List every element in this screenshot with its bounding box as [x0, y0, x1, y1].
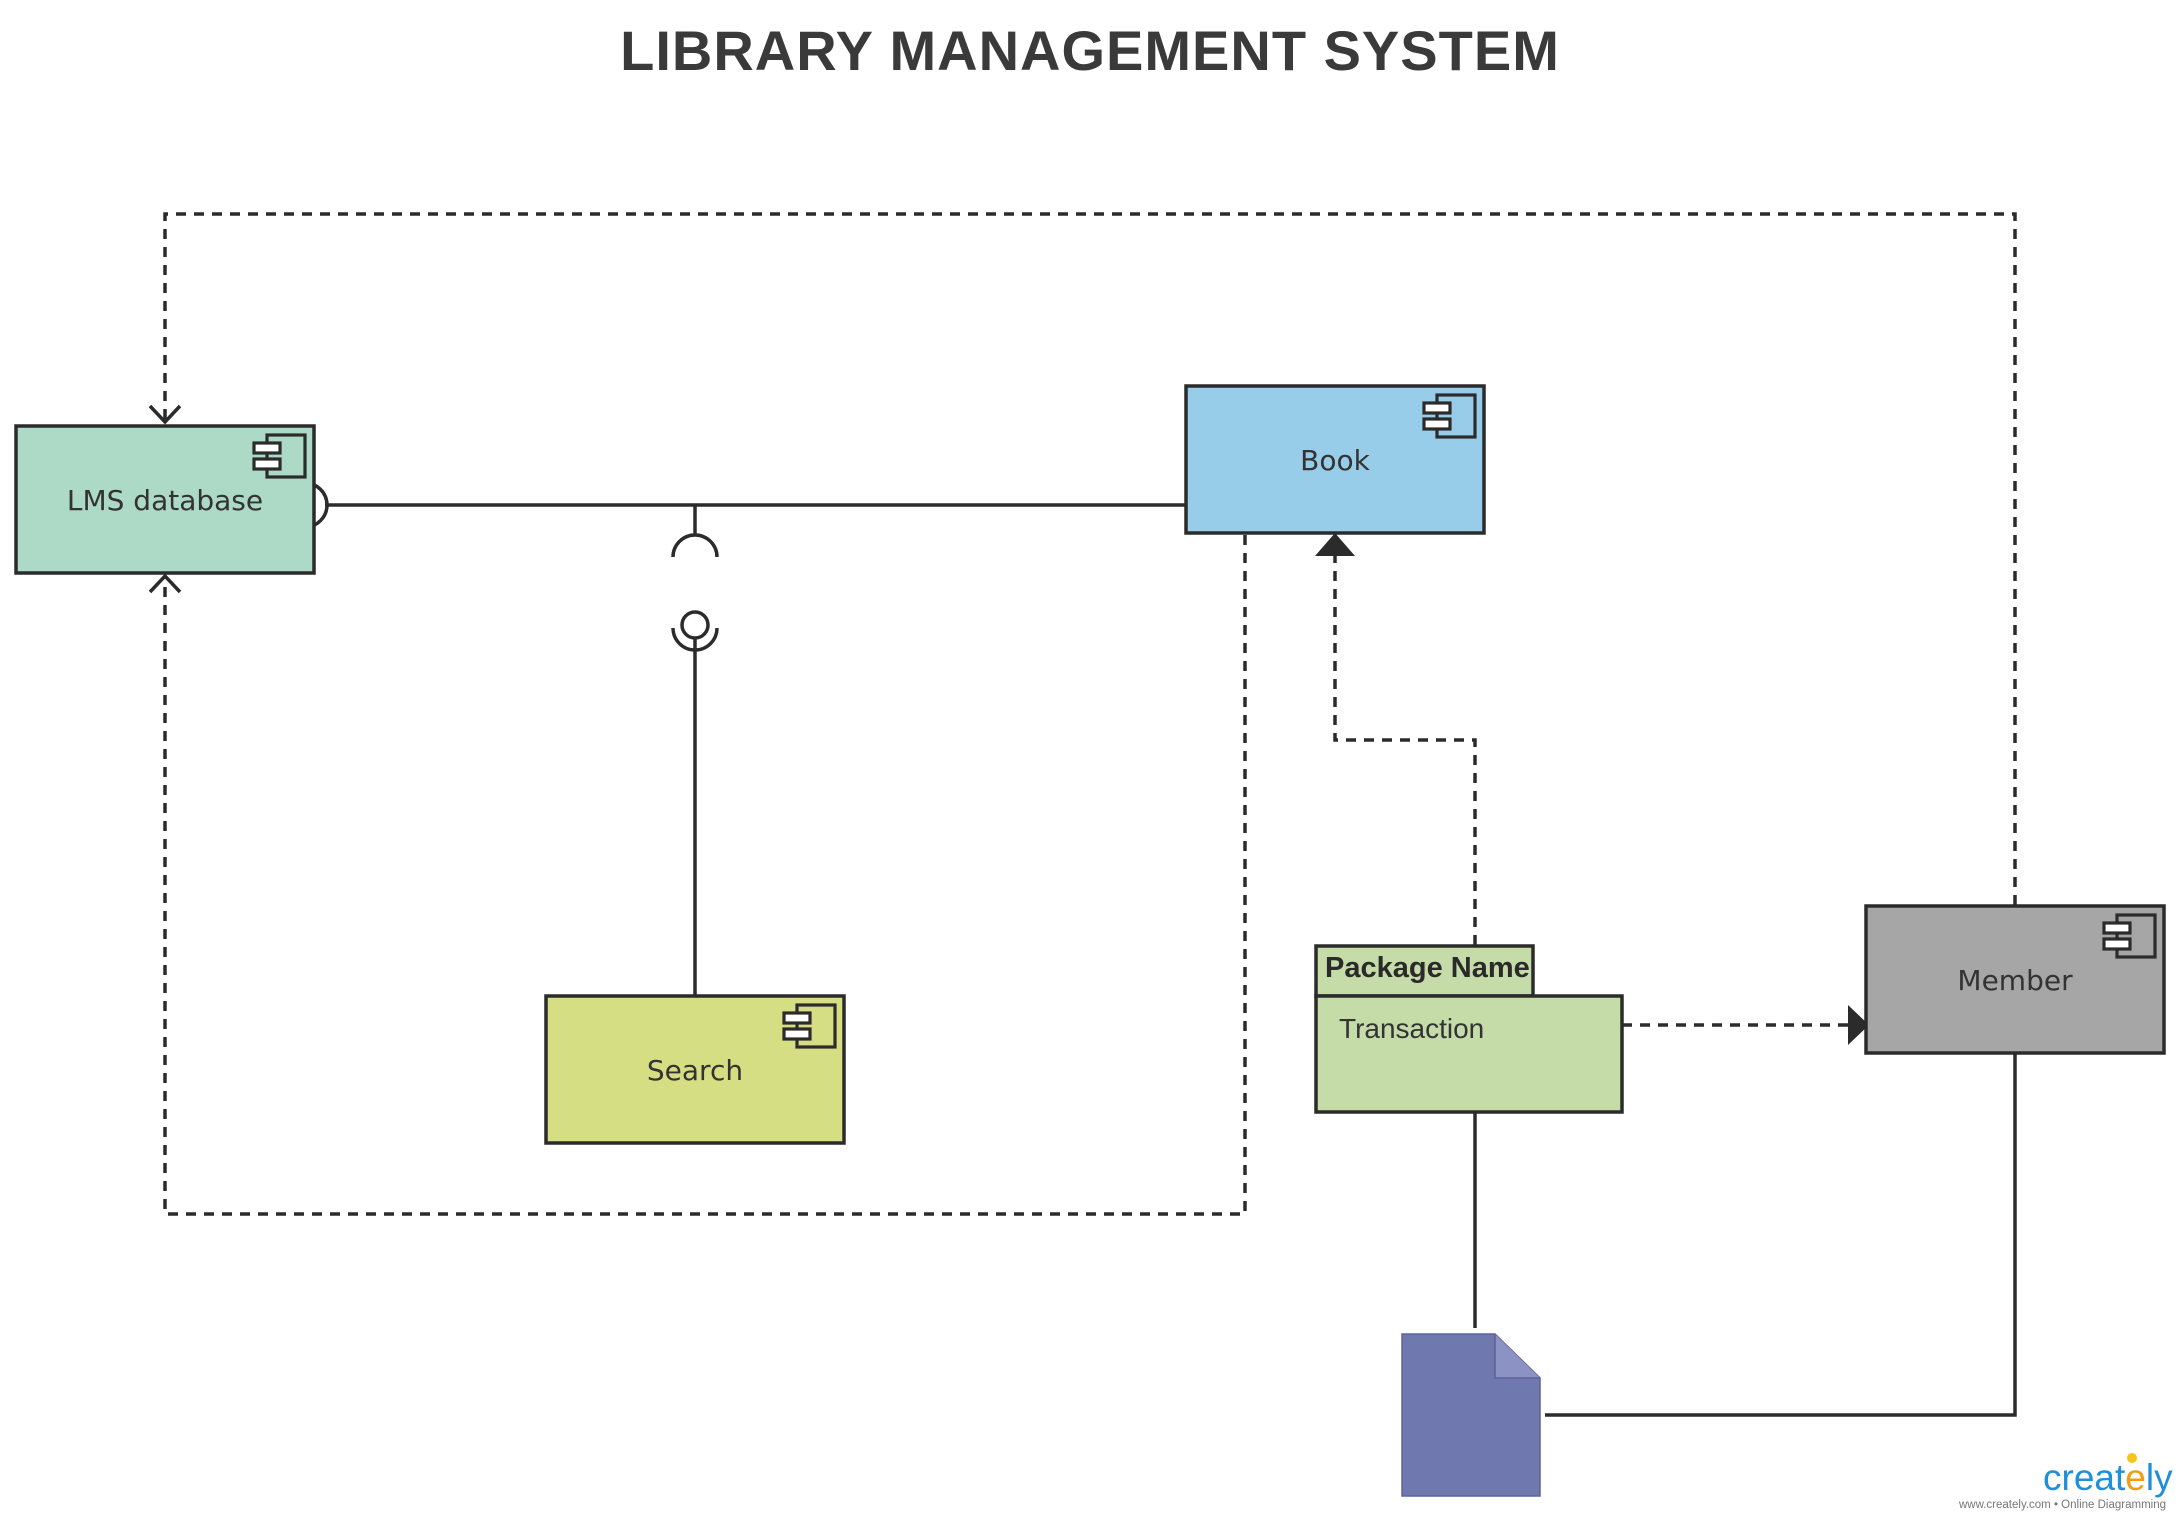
member-component[interactable]: Member	[1864, 904, 2166, 1055]
logo-subtitle: www.creately.com • Online Diagramming	[1958, 1499, 2166, 1511]
logo-accent: e	[2125, 1457, 2146, 1498]
lightbulb-icon	[2127, 1453, 2137, 1463]
member-label: Member	[1957, 964, 2073, 997]
open-arrowhead-top-lms	[148, 404, 182, 425]
transaction-package[interactable]: Package Name Transaction	[1314, 944, 1624, 1114]
search-box	[544, 994, 846, 1145]
filled-arrowhead-book	[1315, 533, 1355, 556]
open-arrowhead-bottom-lms	[148, 573, 182, 594]
book-component[interactable]: Book	[1184, 384, 1486, 535]
socket-upper-icon	[671, 533, 719, 558]
search-component[interactable]: Search	[544, 994, 846, 1145]
package-tab-label: Package Name	[1325, 952, 1530, 984]
member-to-document-line[interactable]	[1545, 1052, 2017, 1417]
package-body	[1314, 994, 1624, 1114]
lms-database-label: LMS database	[67, 484, 263, 517]
logo-main: creat	[2043, 1457, 2126, 1498]
transaction-to-book-dependency[interactable]	[1333, 555, 1477, 945]
creately-logo: creately www.creately.com • Online Diagr…	[1958, 1453, 2173, 1511]
book-to-lms-dependency[interactable]	[163, 535, 1247, 1216]
document-fold	[1494, 1334, 1540, 1379]
document-icon[interactable]	[1401, 1333, 1541, 1497]
interface-lollipop-icon	[680, 610, 710, 640]
package-label: Transaction	[1339, 1013, 1484, 1044]
logo-tail: ly	[2146, 1457, 2173, 1498]
filled-arrowhead-member	[1848, 1005, 1869, 1045]
book-label: Book	[1300, 444, 1370, 477]
diagram-title: LIBRARY MANAGEMENT SYSTEM	[620, 19, 1560, 82]
package-tab	[1314, 944, 1535, 998]
logo-wordmark: creately	[2043, 1457, 2173, 1498]
lms-database-component[interactable]: LMS database	[14, 424, 316, 575]
search-label: Search	[647, 1054, 743, 1087]
member-to-lms-dependency[interactable]	[163, 212, 2017, 905]
